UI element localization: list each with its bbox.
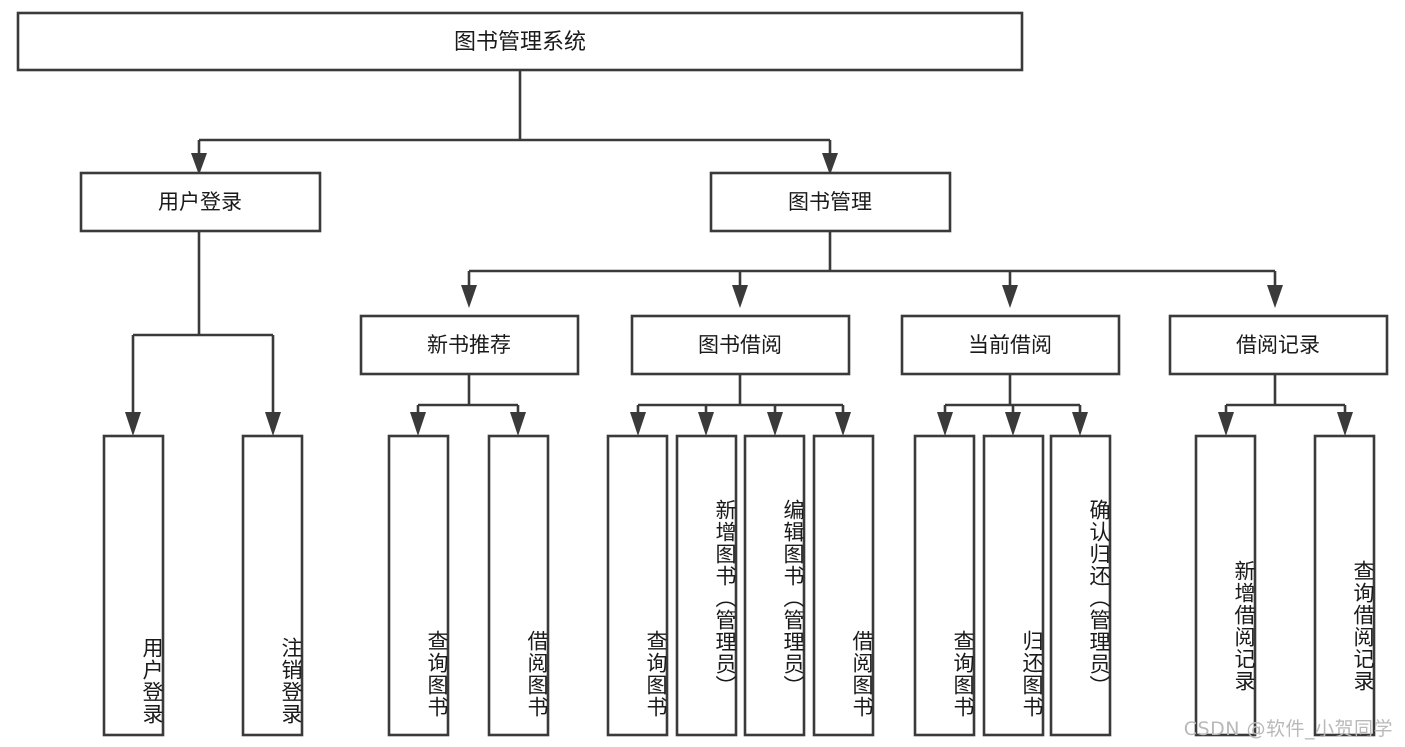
- arrow-to-borrow-record: [1267, 285, 1283, 308]
- arrow-leaf-user-login: [125, 412, 141, 436]
- leaf-box-borrow-book-1[interactable]: [487, 434, 550, 737]
- leaf-box-add-record[interactable]: [1194, 434, 1257, 737]
- node-book-borrow[interactable]: 图书借阅: [630, 314, 851, 376]
- leaf-box-add-book[interactable]: [675, 434, 738, 737]
- leaf-boxes: [102, 434, 1376, 737]
- node-current-borrow[interactable]: 当前借阅: [900, 314, 1121, 376]
- node-book-borrow-box[interactable]: [630, 314, 851, 376]
- node-borrow-record-box[interactable]: [1168, 314, 1389, 376]
- node-new-book-recommend-box[interactable]: [359, 314, 580, 376]
- node-user-login-box[interactable]: [79, 171, 322, 233]
- node-book-manage-box[interactable]: [709, 171, 952, 233]
- arrow-leaf-add-book: [698, 412, 714, 436]
- leaf-box-query-book-1[interactable]: [387, 434, 450, 737]
- arrow-leaf-return-book: [1005, 412, 1021, 436]
- arrow-leaf-borrow-book-1: [510, 412, 526, 436]
- node-book-manage-label: 图书管理: [788, 190, 872, 214]
- leaf-box-edit-book[interactable]: [743, 434, 806, 737]
- leaf-box-query-record[interactable]: [1313, 434, 1376, 737]
- node-new-book-recommend-label: 新书推荐: [427, 333, 511, 357]
- arrow-leaf-query-book-1: [410, 412, 426, 436]
- node-user-login-label: 用户登录: [158, 190, 242, 214]
- arrow-leaf-add-record: [1218, 412, 1234, 436]
- node-book-manage[interactable]: 图书管理: [709, 171, 952, 233]
- leaf-box-return-book[interactable]: [982, 434, 1045, 737]
- node-borrow-record-label: 借阅记录: [1236, 333, 1320, 357]
- node-root-box[interactable]: [16, 11, 1024, 72]
- arrow-leaf-edit-book: [767, 412, 783, 436]
- node-borrow-record[interactable]: 借阅记录: [1168, 314, 1389, 376]
- arrow-to-current-borrow: [1002, 285, 1018, 308]
- leaf-box-query-book-2[interactable]: [606, 434, 669, 737]
- arrow-to-book-manage: [822, 153, 838, 175]
- arrow-leaf-logout-login: [265, 412, 281, 436]
- node-root[interactable]: 图书管理系统: [16, 11, 1024, 72]
- leaf-box-borrow-book-2[interactable]: [812, 434, 875, 737]
- node-current-borrow-label: 当前借阅: [968, 333, 1052, 357]
- arrow-to-new-book-recommend: [461, 285, 477, 308]
- arrow-leaf-query-book-3: [937, 412, 953, 436]
- arrow-leaf-confirm-return: [1072, 412, 1088, 436]
- leaf-box-user-login[interactable]: [102, 434, 165, 737]
- arrow-to-book-borrow: [732, 285, 748, 308]
- arrow-to-user-login: [191, 153, 207, 175]
- arrow-leaf-query-record: [1337, 412, 1353, 436]
- tree-edges: [125, 70, 1353, 436]
- node-root-label: 图书管理系统: [454, 30, 586, 55]
- node-current-borrow-box[interactable]: [900, 314, 1121, 376]
- node-user-login[interactable]: 用户登录: [79, 171, 322, 233]
- arrow-leaf-query-book-2: [630, 412, 646, 436]
- node-book-borrow-label: 图书借阅: [698, 333, 782, 357]
- leaf-box-logout-login[interactable]: [241, 434, 304, 737]
- leaf-box-confirm-return[interactable]: [1049, 434, 1112, 737]
- csdn-watermark: CSDN @软件_小贺同学: [1183, 718, 1393, 740]
- arrow-leaf-borrow-book-2: [835, 412, 851, 436]
- leaf-box-query-book-3[interactable]: [913, 434, 976, 737]
- node-new-book-recommend[interactable]: 新书推荐: [359, 314, 580, 376]
